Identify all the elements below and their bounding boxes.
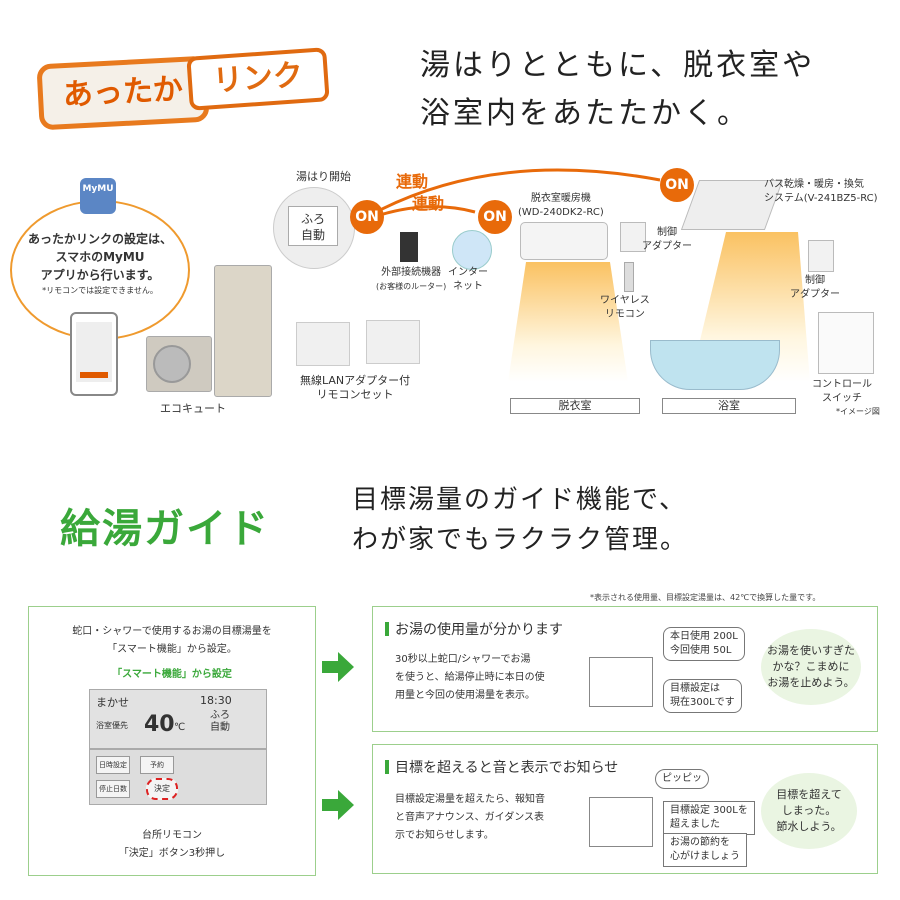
room-tag-1: 脱衣室 (510, 398, 640, 414)
right-arrow-icon (322, 652, 354, 682)
remote-buttons: 日時設定 予約 停止日数 決定 (89, 749, 267, 805)
atatakalink-logo: あったか リンク (36, 47, 338, 134)
router-label: 外部接続機器(お客様のルーター) (376, 267, 447, 291)
alert-body: 目標設定湯量を超えたら、報知音と音声アナウンス、ガイダンス表示でお知らせします。 (395, 794, 545, 841)
display-image-2 (589, 797, 653, 847)
callout-save: お湯の節約を心がけましょう (663, 833, 747, 867)
kitchen-remote-image (366, 320, 420, 364)
display-image-1 (589, 657, 653, 707)
lan-remote-label: 無線LANアダプター付リモコンセット (300, 374, 411, 401)
internet-globe-icon (452, 230, 492, 270)
image-note: *イメージ図 (836, 407, 880, 416)
on-badge-3: ON (660, 168, 694, 202)
ecocute-label: エコキュート (160, 402, 226, 415)
advice-bubble-1: お湯を使いすぎたかな？こまめにお湯を止めよう。 (761, 629, 861, 705)
smart-label: 「スマート機能」から設定 (112, 669, 232, 680)
on-badge-1: ON (350, 200, 384, 234)
btn-stop-days[interactable]: 停止日数 (96, 780, 130, 798)
control-switch-image (818, 312, 874, 374)
headline-2: 目標湯量のガイド機能で、 わが家でもラクラク管理。 (352, 485, 689, 555)
btn-datetime[interactable]: 日時設定 (96, 756, 130, 774)
furo-button-closeup: ふろ自動 (273, 187, 355, 269)
internet-label: インターネット (448, 267, 488, 292)
callout-target: 目標設定は現在300Lです (663, 679, 742, 713)
adapter-image-1 (620, 222, 646, 252)
smart-function-box: 蛇口・シャワーで使用するお湯の目標湯量を 「スマート機能」から設定。 「スマート… (28, 606, 316, 876)
outdoor-unit-image (146, 336, 212, 392)
logo-part2: リンク (186, 47, 330, 111)
usage-box: お湯の使用量が分かります 30秒以上蛇口/シャワーでお湯を使うと、給湯停止時に本… (372, 606, 878, 732)
bath-system-label: バス乾燥・暖房・換気システム(V-241BZ5-RC) (764, 179, 878, 204)
link-arrows (380, 168, 661, 217)
mymu-app-icon: MyMU (80, 178, 116, 214)
adapter-image-2 (808, 240, 834, 272)
btn-kettei[interactable]: 決定 (146, 778, 178, 800)
headline-1: 湯はりとともに、脱衣室や 浴室内をあたたかく。 (420, 48, 816, 131)
remote-display: まかせ 18:30 浴室優先 40 ℃ ふろ自動 (89, 689, 267, 749)
conversion-note: *表示される使用量、目標設定湯量は、42℃で換算した量です。 (590, 593, 821, 602)
wireless-remote-image (624, 262, 634, 292)
heater-label: 脱衣室暖房機(WD-240DK2-RC) (518, 193, 604, 218)
callout-beep: ピッピッ (655, 769, 709, 789)
control-switch-label: コントロールスイッチ (812, 379, 872, 404)
router-image (400, 232, 418, 262)
alert-box: 目標を超えると音と表示でお知らせ 目標設定湯量を超えたら、報知音と音声アナウンス… (372, 744, 878, 874)
logo-part1: あったか (36, 55, 210, 131)
right-arrow-icon (322, 790, 354, 820)
advice-bubble-2: 目標を超えてしまった。節水しよう。 (761, 773, 857, 849)
remote-caption: 台所リモコン「決定」ボタン3秒押し (118, 830, 226, 859)
alert-title: 目標を超えると音と表示でお知らせ (395, 760, 619, 776)
smartphone-image (70, 312, 118, 396)
wireless-remote-label: ワイヤレスリモコン (600, 295, 650, 320)
bath-remote-image (296, 322, 350, 366)
bathtub-image (650, 340, 780, 390)
yuhari-label: 湯はり開始 (296, 170, 351, 183)
heater-image (520, 222, 608, 260)
callout-exceeded: 目標設定 300Lを超えました (663, 801, 755, 835)
tank-unit-image (214, 265, 272, 397)
btn-yoyaku[interactable]: 予約 (140, 756, 174, 774)
usage-body: 30秒以上蛇口/シャワーでお湯を使うと、給湯停止時に本日の使用量と今回の使用湯量… (395, 654, 545, 701)
rendo-label-1: 連動 (396, 172, 429, 191)
usage-title: お湯の使用量が分かります (395, 622, 563, 638)
warm-air-1 (508, 262, 628, 382)
adapter-label-1: 制御アダプター (642, 227, 692, 252)
adapter-label-2: 制御アダプター (790, 275, 840, 300)
kyuto-guide-logo: 給湯ガイド (60, 506, 270, 552)
room-tag-2: 浴室 (662, 398, 796, 414)
on-badge-2: ON (478, 200, 512, 234)
